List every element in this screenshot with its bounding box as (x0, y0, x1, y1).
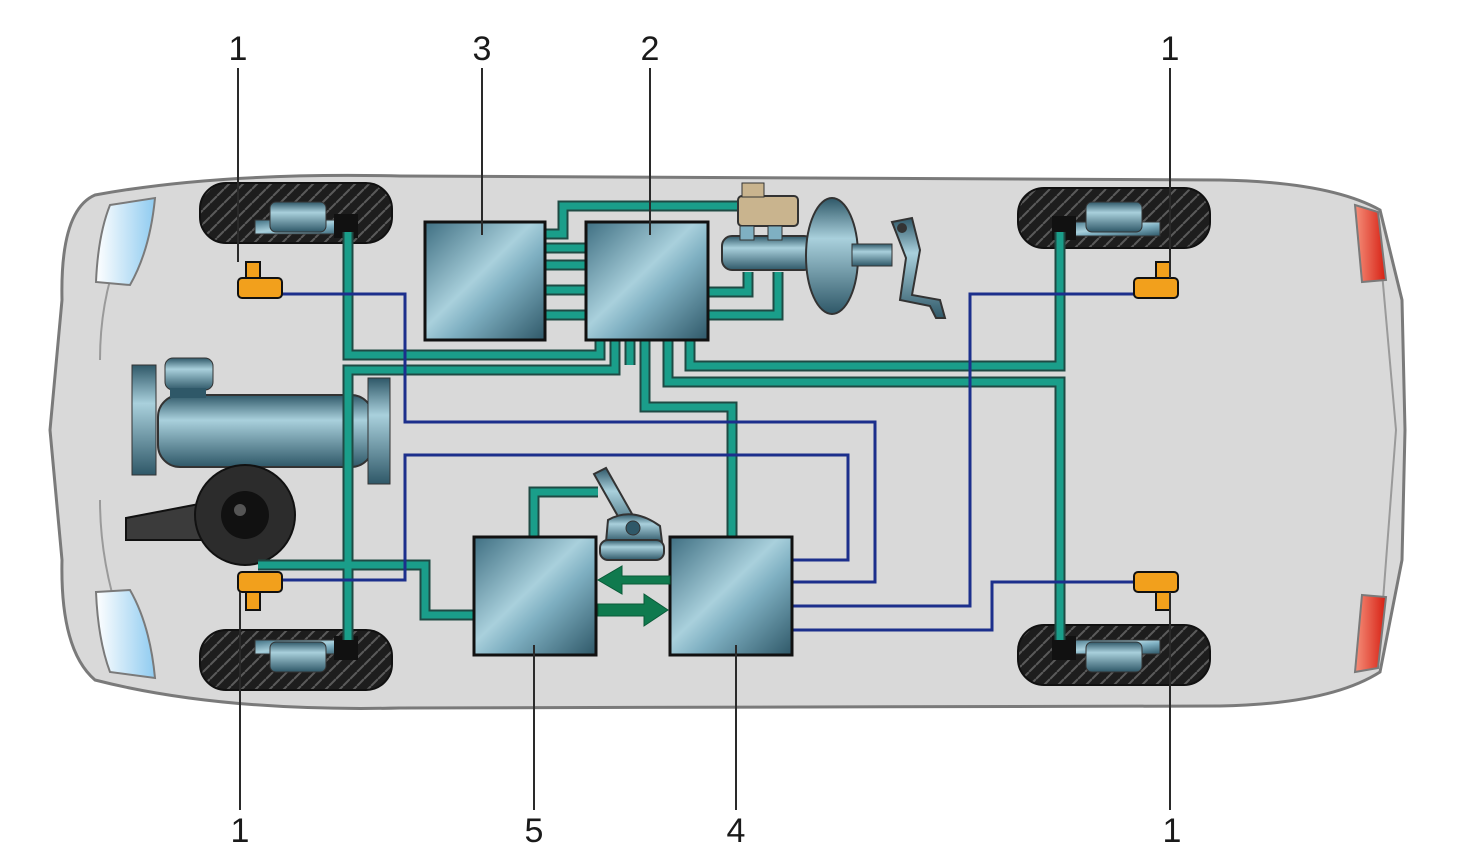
wheel-front-right (1017, 187, 1211, 249)
hydraulic-unit-box (584, 220, 710, 342)
wheel-sensor-rear-left (237, 571, 283, 611)
arrow-module-to-control (597, 593, 669, 627)
lever-assembly (592, 466, 665, 561)
control-unit-box (668, 535, 794, 657)
hydraulic-lines (258, 200, 1066, 640)
wheel-front-left (199, 182, 393, 244)
callout-1-top-left: 1 (229, 30, 248, 68)
wheel-sensor-front-left (237, 261, 283, 299)
pump-unit-box (423, 220, 547, 342)
differential (125, 464, 296, 566)
wheel-sensor-rear-right (1133, 571, 1179, 611)
arrow-control-to-module (597, 565, 671, 595)
sensor-wires (270, 292, 1138, 632)
car-rear-edge (1379, 249, 1398, 641)
callout-3: 3 (473, 30, 492, 68)
callout-1-bottom-right: 1 (1163, 812, 1182, 850)
callout-1-top-right: 1 (1161, 30, 1180, 68)
callout-5: 5 (525, 812, 544, 850)
wheel-sensor-front-right (1133, 261, 1179, 299)
taillight-right (1353, 593, 1388, 674)
wheel-rear-right (1017, 624, 1211, 686)
taillight-left (1353, 203, 1388, 284)
headlight-right (94, 588, 157, 680)
brake-pedal (890, 216, 947, 319)
callout-1-bottom-left: 1 (231, 812, 250, 850)
module-5-box (472, 535, 598, 657)
brake-booster (805, 197, 893, 315)
wheel-rear-left (199, 629, 393, 691)
engine-gearbox (131, 357, 391, 485)
headlight-left (94, 196, 157, 287)
callout-2: 2 (641, 30, 660, 68)
callout-4: 4 (727, 812, 746, 850)
